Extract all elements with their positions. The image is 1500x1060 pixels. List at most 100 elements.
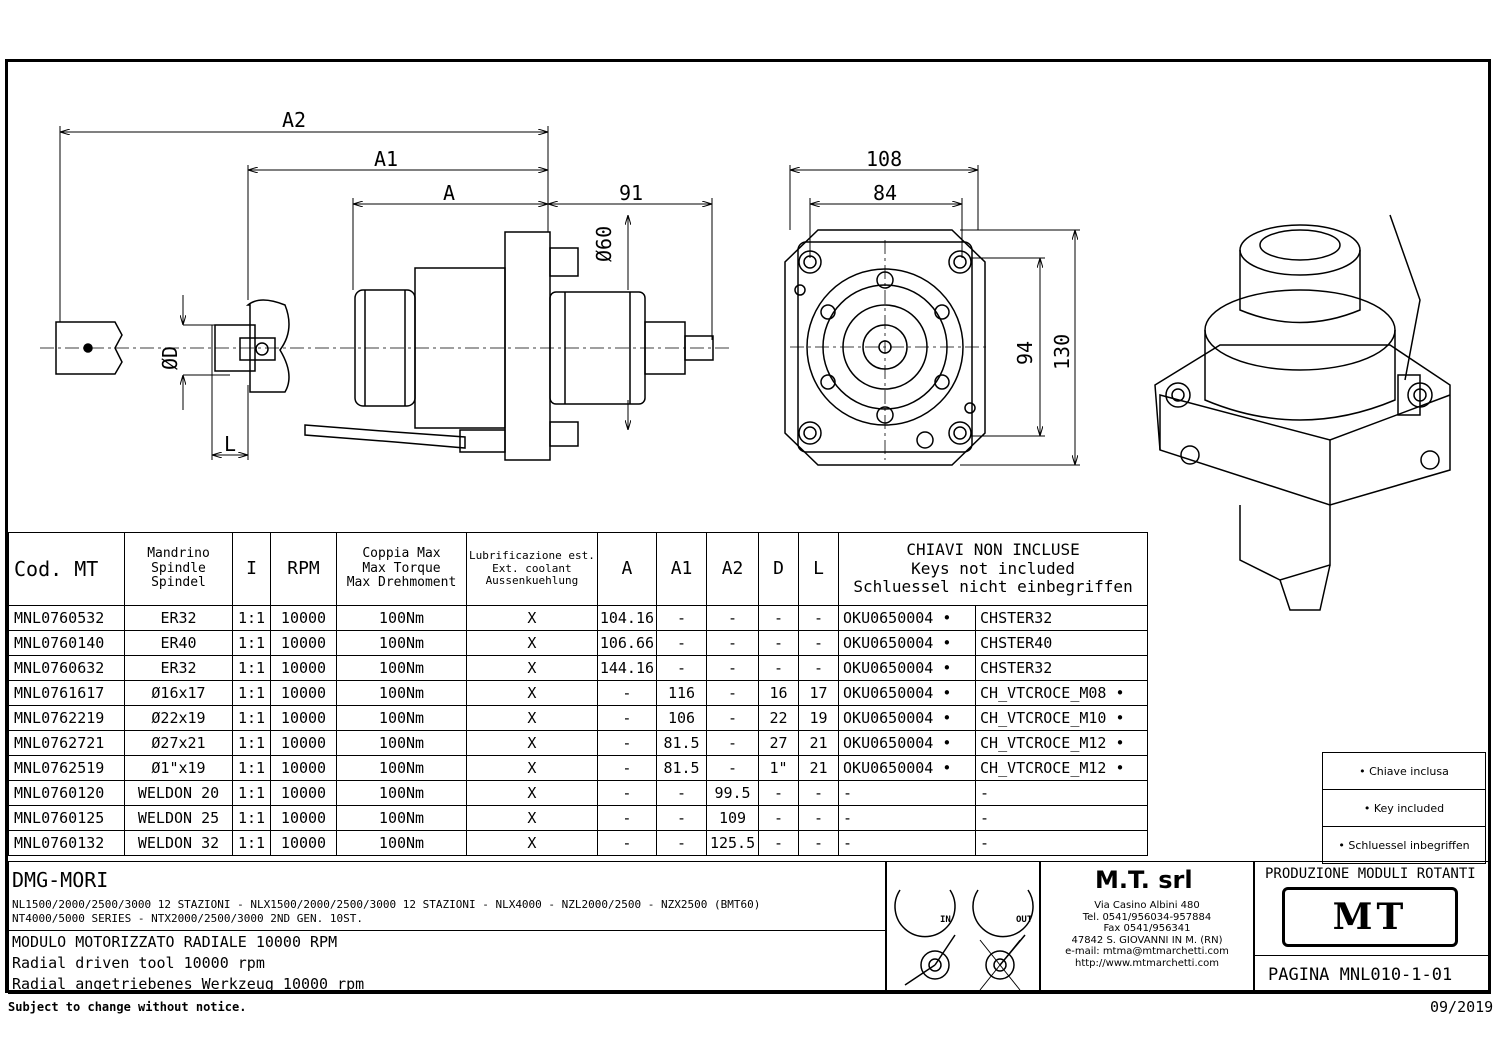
cell-torque: 100Nm <box>336 755 467 781</box>
description-it: MODULO MOTORIZZATO RADIALE 10000 RPM <box>12 933 338 951</box>
cell-coolant: X <box>466 655 598 681</box>
cell-d: 22 <box>758 705 800 731</box>
production-label: PRODUZIONE MODULI ROTANTI <box>1265 866 1476 882</box>
cell-key2: - <box>975 780 1149 806</box>
cell-key2: - <box>975 830 1149 856</box>
cell-spindle: Ø27x21 <box>124 730 233 756</box>
header-l: L <box>798 532 840 606</box>
header-a1: A1 <box>656 532 708 606</box>
cell-key1: OKU0650004 • <box>838 705 977 731</box>
cell-a2: 99.5 <box>706 780 760 806</box>
cell-d: 1" <box>758 755 800 781</box>
cell-a1: 106 <box>656 705 708 731</box>
cell-rpm: 10000 <box>270 730 337 756</box>
cell-a: - <box>596 730 658 756</box>
cell-coolant: X <box>466 630 598 656</box>
header-a2: A2 <box>706 532 760 606</box>
cell-a1: 81.5 <box>656 730 708 756</box>
cell-l: - <box>798 830 840 856</box>
cell-coolant: X <box>466 730 598 756</box>
cell-key1: - <box>838 830 977 856</box>
mt-logo-text: MT <box>1332 896 1408 938</box>
cell-a1: - <box>656 630 708 656</box>
cell-l: 17 <box>798 680 840 706</box>
cell-l: - <box>798 605 840 631</box>
dim-phi60-label: Ø60 <box>592 225 616 262</box>
header-coolant-en: Ext. coolant <box>492 561 572 575</box>
dim-a2-label: A2 <box>282 108 307 132</box>
change-notice: Subject to change without notice. <box>8 1000 247 1014</box>
cell-code: MNL0760532 <box>8 605 125 631</box>
cell-coolant: X <box>466 805 598 831</box>
cell-key1: OKU0650004 • <box>838 655 977 681</box>
cell-code: MNL0762519 <box>8 755 125 781</box>
cell-code: MNL0760120 <box>8 780 125 806</box>
cell-key1: OKU0650004 • <box>838 630 977 656</box>
spec-table: Cod. MT Mandrino Spindle Spindel I RPM C… <box>8 532 1149 856</box>
cell-ratio: 1:1 <box>232 830 271 856</box>
cell-a1: 81.5 <box>656 755 708 781</box>
dim-phid-label: ØD <box>158 345 182 370</box>
cell-key2: CH_VTCROCE_M12 • <box>975 730 1149 756</box>
cell-a: - <box>596 780 658 806</box>
phone-line: Tel. 0541/956034-957884 <box>1082 911 1212 923</box>
cell-l: - <box>798 630 840 656</box>
dim-91-label: 91 <box>619 181 644 205</box>
dim-84-label: 84 <box>873 181 898 205</box>
cell-l: 19 <box>798 705 840 731</box>
cell-a1: - <box>656 805 708 831</box>
cell-d: 16 <box>758 680 800 706</box>
legend-it: • Chiave inclusa <box>1322 752 1486 790</box>
cell-spindle: Ø16x17 <box>124 680 233 706</box>
cell-d: - <box>758 805 800 831</box>
cell-key2: CH_VTCROCE_M12 • <box>975 755 1149 781</box>
cell-a: 106.66 <box>596 630 658 656</box>
cell-key2: - <box>975 805 1149 831</box>
header-coolant-it: Lubrificazione est. <box>469 549 595 563</box>
cell-ratio: 1:1 <box>232 755 271 781</box>
cell-a2: - <box>706 755 760 781</box>
cell-l: - <box>798 805 840 831</box>
header-spindle-it: Mandrino <box>147 545 210 561</box>
address-line: Via Casino Albini 480 <box>1094 900 1200 911</box>
cell-d: 27 <box>758 730 800 756</box>
cell-rpm: 10000 <box>270 780 337 806</box>
machine-name: DMG-MORI <box>12 868 109 892</box>
email-line: e-mail: mtma@mtmarchetti.com <box>1065 946 1229 957</box>
cell-torque: 100Nm <box>336 830 467 856</box>
cell-a2: 125.5 <box>706 830 760 856</box>
dim-130-label: 130 <box>1050 333 1074 370</box>
cell-spindle: ER32 <box>124 655 233 681</box>
cell-a: - <box>596 805 658 831</box>
header-a: A <box>596 532 658 606</box>
cell-key2: CHSTER32 <box>975 605 1149 631</box>
cell-key2: CH_VTCROCE_M08 • <box>975 680 1149 706</box>
cell-rpm: 10000 <box>270 655 337 681</box>
cell-ratio: 1:1 <box>232 680 271 706</box>
cell-a1: - <box>656 780 708 806</box>
cell-a: - <box>596 705 658 731</box>
cell-l: 21 <box>798 730 840 756</box>
cell-code: MNL0762721 <box>8 730 125 756</box>
cell-ratio: 1:1 <box>232 780 271 806</box>
cell-a2: - <box>706 680 760 706</box>
cell-a1: - <box>656 605 708 631</box>
header-keys-it: CHIAVI NON INCLUSE <box>906 540 1080 560</box>
cell-key1: OKU0650004 • <box>838 755 977 781</box>
cell-code: MNL0760632 <box>8 655 125 681</box>
page-divider <box>1254 955 1491 956</box>
cell-d: - <box>758 780 800 806</box>
cell-torque: 100Nm <box>336 655 467 681</box>
company-address: Via Casino Albini 480 Tel. 0541/956034-9… <box>1045 900 1249 969</box>
cell-code: MNL0761617 <box>8 680 125 706</box>
cell-a1: - <box>656 655 708 681</box>
cell-rpm: 10000 <box>270 805 337 831</box>
revision-date: 09/2019 <box>1430 998 1494 1016</box>
cell-code: MNL0760132 <box>8 830 125 856</box>
compat-line-2: NT4000/5000 SERIES - NTX2000/2500/3000 2… <box>12 912 363 925</box>
